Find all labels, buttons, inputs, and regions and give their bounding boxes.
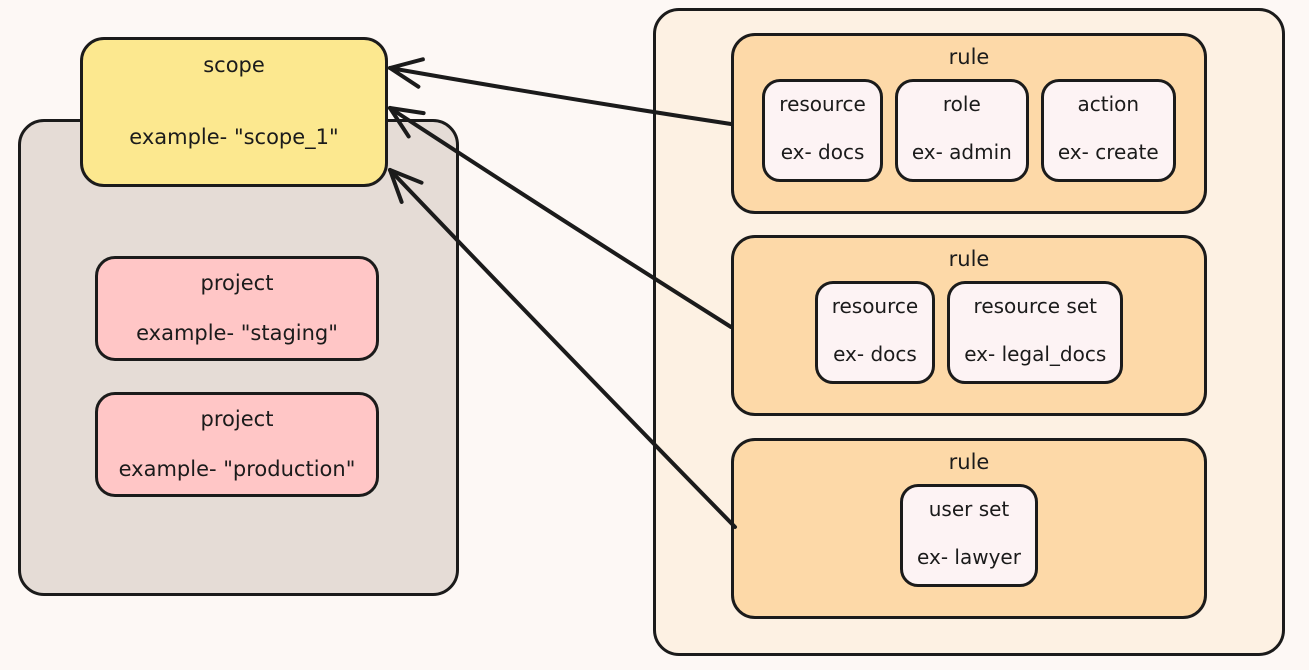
project-example: example- "staging" <box>136 321 338 345</box>
attribute-value: ex- docs <box>780 140 865 164</box>
attribute-card-resource[interactable]: resource ex- docs <box>762 79 883 182</box>
attribute-key: resource set <box>973 294 1097 318</box>
project-title: project <box>200 407 274 431</box>
attribute-card-resource-set[interactable]: resource set ex- legal_docs <box>947 281 1124 384</box>
project-box-staging[interactable]: project example- "staging" <box>95 256 379 361</box>
rule-box-2[interactable]: rule resource ex- docs resource set ex- … <box>731 235 1207 416</box>
attribute-value: ex- admin <box>911 140 1012 164</box>
project-example: example- "production" <box>118 457 356 481</box>
rule-attribute-list: resource ex- docs resource set ex- legal… <box>734 281 1204 384</box>
scope-example: example- "scope_1" <box>129 125 339 149</box>
rule-box-1[interactable]: rule resource ex- docs role ex- admin ac… <box>731 33 1207 214</box>
scope-title: scope <box>203 53 265 77</box>
attribute-card-resource[interactable]: resource ex- docs <box>814 281 936 384</box>
rule-title: rule <box>948 45 990 69</box>
attribute-card-action[interactable]: action ex- create <box>1040 79 1176 182</box>
attribute-value: ex- docs <box>833 342 917 366</box>
scope-box[interactable]: scope example- "scope_1" <box>80 37 388 187</box>
attribute-key: action <box>1077 92 1140 116</box>
rule-attribute-list: resource ex- docs role ex- admin action … <box>734 79 1204 182</box>
rule-box-3[interactable]: rule user set ex- lawyer <box>731 438 1207 619</box>
rule-title: rule <box>948 450 990 474</box>
project-title: project <box>200 271 274 295</box>
rule-title: rule <box>948 247 990 271</box>
project-box-production[interactable]: project example- "production" <box>95 392 379 497</box>
attribute-value: ex- lawyer <box>917 545 1021 569</box>
attribute-card-role[interactable]: role ex- admin <box>894 79 1029 182</box>
attribute-value: ex- legal_docs <box>964 342 1107 366</box>
attribute-key: resource <box>831 294 919 318</box>
rule-attribute-list: user set ex- lawyer <box>734 484 1204 587</box>
attribute-value: ex- create <box>1057 140 1159 164</box>
attribute-key: resource <box>779 92 866 116</box>
attribute-key: role <box>942 92 981 116</box>
attribute-key: user set <box>928 497 1010 521</box>
attribute-card-user-set[interactable]: user set ex- lawyer <box>900 484 1038 587</box>
